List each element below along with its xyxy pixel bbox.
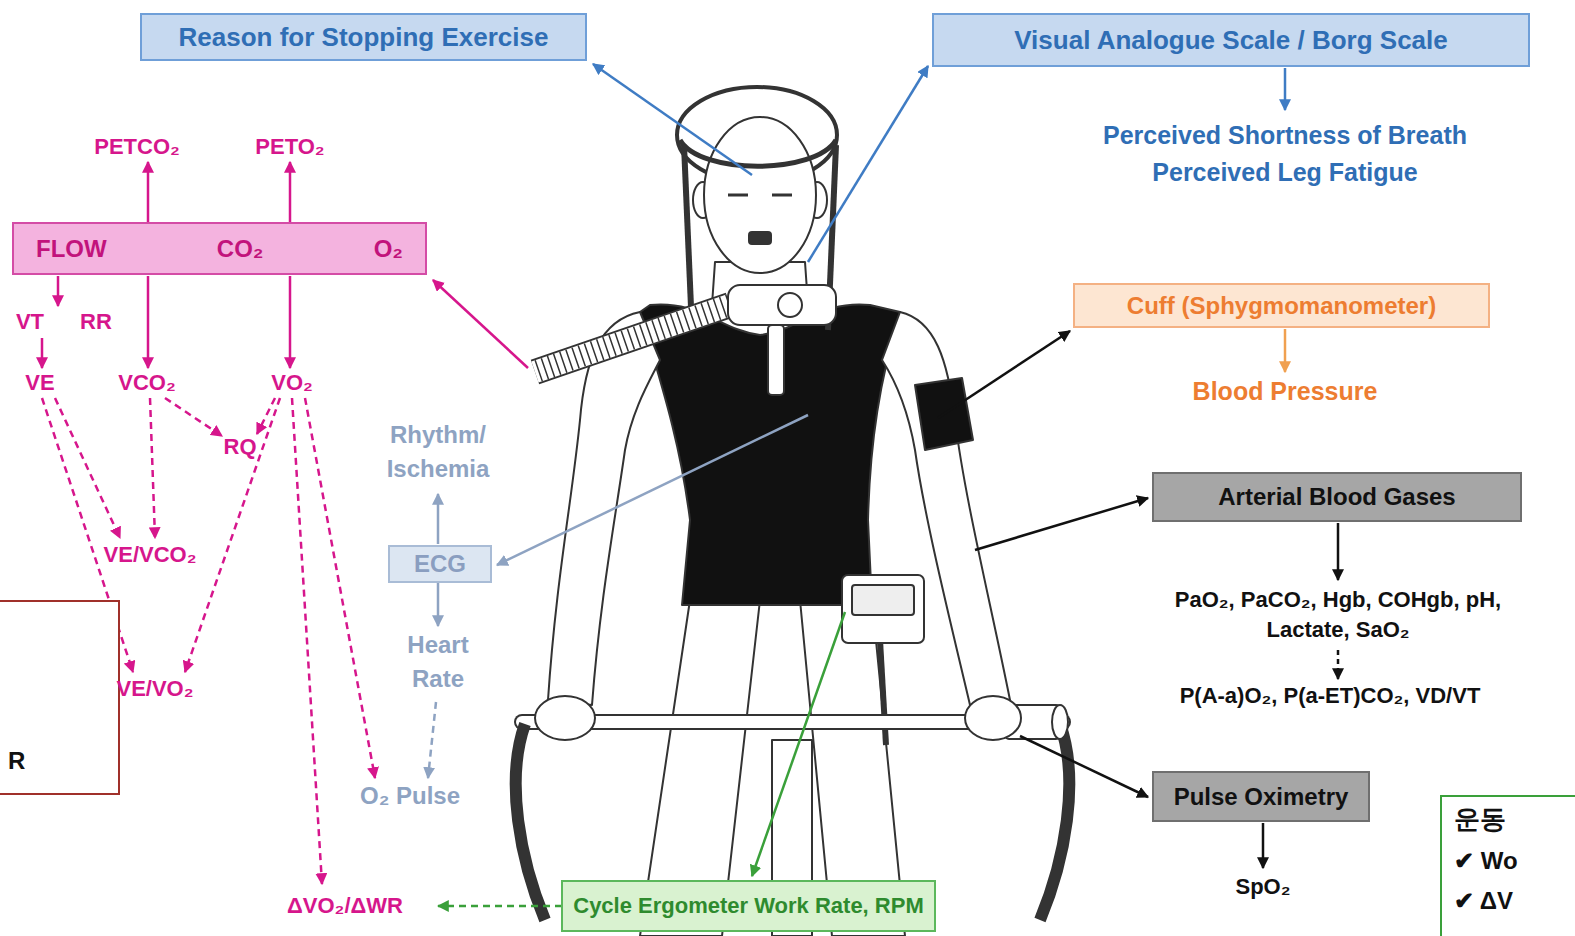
label-text: Perceived Shortness of Breath bbox=[1103, 120, 1467, 150]
pink-arrow bbox=[289, 162, 292, 222]
heading-box: Visual Analogue Scale / Borg Scale bbox=[932, 13, 1530, 67]
cyclist-figure bbox=[516, 87, 1070, 936]
note-box: R bbox=[0, 600, 120, 795]
black-dashed-arrow bbox=[1337, 650, 1340, 679]
ecg-leader bbox=[497, 415, 808, 565]
label-text: VE bbox=[25, 370, 54, 396]
box-text: CO₂ bbox=[217, 234, 264, 264]
mouthpiece-valve bbox=[728, 285, 836, 325]
black-arrow bbox=[1262, 823, 1265, 868]
box-text: Pulse Oximetry bbox=[1174, 782, 1349, 812]
right-hand bbox=[965, 696, 1021, 740]
eyes bbox=[728, 194, 792, 197]
left-drop-bar bbox=[516, 724, 545, 920]
box-text: Arterial Blood Gases bbox=[1218, 482, 1455, 512]
pink-arrow bbox=[57, 276, 60, 306]
leader-arrows bbox=[42, 64, 1338, 906]
label-text: SpO₂ bbox=[1236, 874, 1291, 900]
box-text: R bbox=[8, 746, 104, 776]
ecg-arrow bbox=[437, 494, 440, 544]
dashed-arrow bbox=[305, 398, 375, 778]
label-text: VE/VO₂ bbox=[116, 676, 193, 702]
headgear-left-strap bbox=[684, 145, 692, 330]
dashed-arrow bbox=[292, 398, 322, 884]
label-text: RR bbox=[80, 309, 112, 335]
pink-leader bbox=[433, 280, 528, 368]
label-text: RQ bbox=[224, 434, 257, 460]
box-text: ✔ Wo bbox=[1454, 846, 1575, 876]
label-text: Blood Pressure bbox=[1193, 376, 1378, 406]
breathing-tube-ribs bbox=[535, 305, 730, 372]
orange-arrow bbox=[1284, 329, 1287, 372]
label-text: Heart Rate bbox=[392, 628, 484, 696]
dashed-arrow bbox=[257, 398, 275, 434]
label-text: Rhythm/ Ischemia bbox=[368, 418, 508, 486]
gas-analyzer-box: FLOW CO₂ O₂ bbox=[12, 222, 427, 275]
device-box: Pulse Oximetry bbox=[1152, 771, 1370, 822]
dashed-arrow bbox=[165, 398, 222, 436]
green-dashed-arrow bbox=[438, 905, 562, 908]
pink-arrow bbox=[147, 276, 150, 368]
box-text: Reason for Stopping Exercise bbox=[179, 21, 549, 54]
blue-leader bbox=[593, 64, 752, 175]
black-arrow bbox=[1337, 523, 1340, 580]
blue-leader bbox=[808, 66, 928, 262]
note-box: 운동 ✔ Wo ✔ ΔV bbox=[1440, 795, 1575, 936]
valve-drain bbox=[768, 325, 784, 395]
black-leader bbox=[1020, 736, 1148, 797]
nose-clip bbox=[749, 232, 771, 244]
green-leader bbox=[752, 612, 845, 876]
ergometer-display bbox=[842, 575, 924, 643]
right-grip-end bbox=[1052, 705, 1068, 739]
pink-arrow bbox=[147, 162, 150, 222]
label-text: PaO₂, PaCO₂, Hgb, COHgb, pH, Lactate, Sa… bbox=[1163, 585, 1513, 645]
headgear-front bbox=[680, 140, 836, 166]
box-text: ECG bbox=[414, 549, 466, 579]
box-text: ✔ ΔV bbox=[1454, 886, 1575, 916]
box-text: Cuff (Sphygmomanometer) bbox=[1127, 291, 1436, 321]
breathing-tube bbox=[535, 305, 730, 372]
black-leader bbox=[938, 331, 1070, 418]
breathing-tube-outline bbox=[535, 305, 730, 372]
box-text: 운동 bbox=[1454, 803, 1575, 836]
ecg-dashed-arrow bbox=[428, 702, 436, 778]
display-screen bbox=[852, 585, 914, 615]
label-text: PETCO₂ bbox=[94, 134, 180, 160]
heading-box: Reason for Stopping Exercise bbox=[140, 13, 587, 61]
device-box: Arterial Blood Gases bbox=[1152, 472, 1522, 522]
label-text: VT bbox=[16, 309, 44, 335]
device-box: Cycle Ergometer Work Rate, RPM bbox=[561, 880, 936, 932]
left-hand bbox=[535, 696, 595, 740]
valve-port bbox=[778, 293, 802, 317]
label-text: PETO₂ bbox=[255, 134, 324, 160]
box-text: Cycle Ergometer Work Rate, RPM bbox=[573, 892, 923, 920]
dashed-arrow bbox=[150, 398, 155, 538]
blue-arrow bbox=[1284, 68, 1287, 110]
label-text: VE/VCO₂ bbox=[104, 542, 197, 568]
ecg-arrow bbox=[437, 583, 440, 626]
label-text: VO₂ bbox=[271, 370, 313, 396]
face bbox=[704, 117, 816, 273]
dashed-arrow bbox=[185, 398, 280, 672]
label-text: ΔVO₂/ΔWR bbox=[287, 893, 403, 919]
label-text: P(A-a)O₂, P(a-ET)CO₂, VD/VT bbox=[1180, 683, 1481, 709]
box-text: FLOW bbox=[36, 234, 107, 264]
shirt bbox=[640, 304, 900, 605]
label-text: O₂ Pulse bbox=[360, 782, 460, 810]
pink-arrow bbox=[41, 338, 44, 368]
black-leader bbox=[975, 498, 1148, 550]
device-box: ECG bbox=[388, 545, 492, 583]
box-text: Visual Analogue Scale / Borg Scale bbox=[1014, 24, 1448, 57]
label-text: VCO₂ bbox=[118, 370, 175, 396]
device-box: Cuff (Sphygmomanometer) bbox=[1073, 283, 1490, 328]
right-arm bbox=[882, 312, 1010, 705]
box-text: O₂ bbox=[374, 234, 403, 264]
pink-arrow bbox=[289, 276, 292, 368]
label-text: Perceived Leg Fatigue bbox=[1152, 157, 1417, 187]
